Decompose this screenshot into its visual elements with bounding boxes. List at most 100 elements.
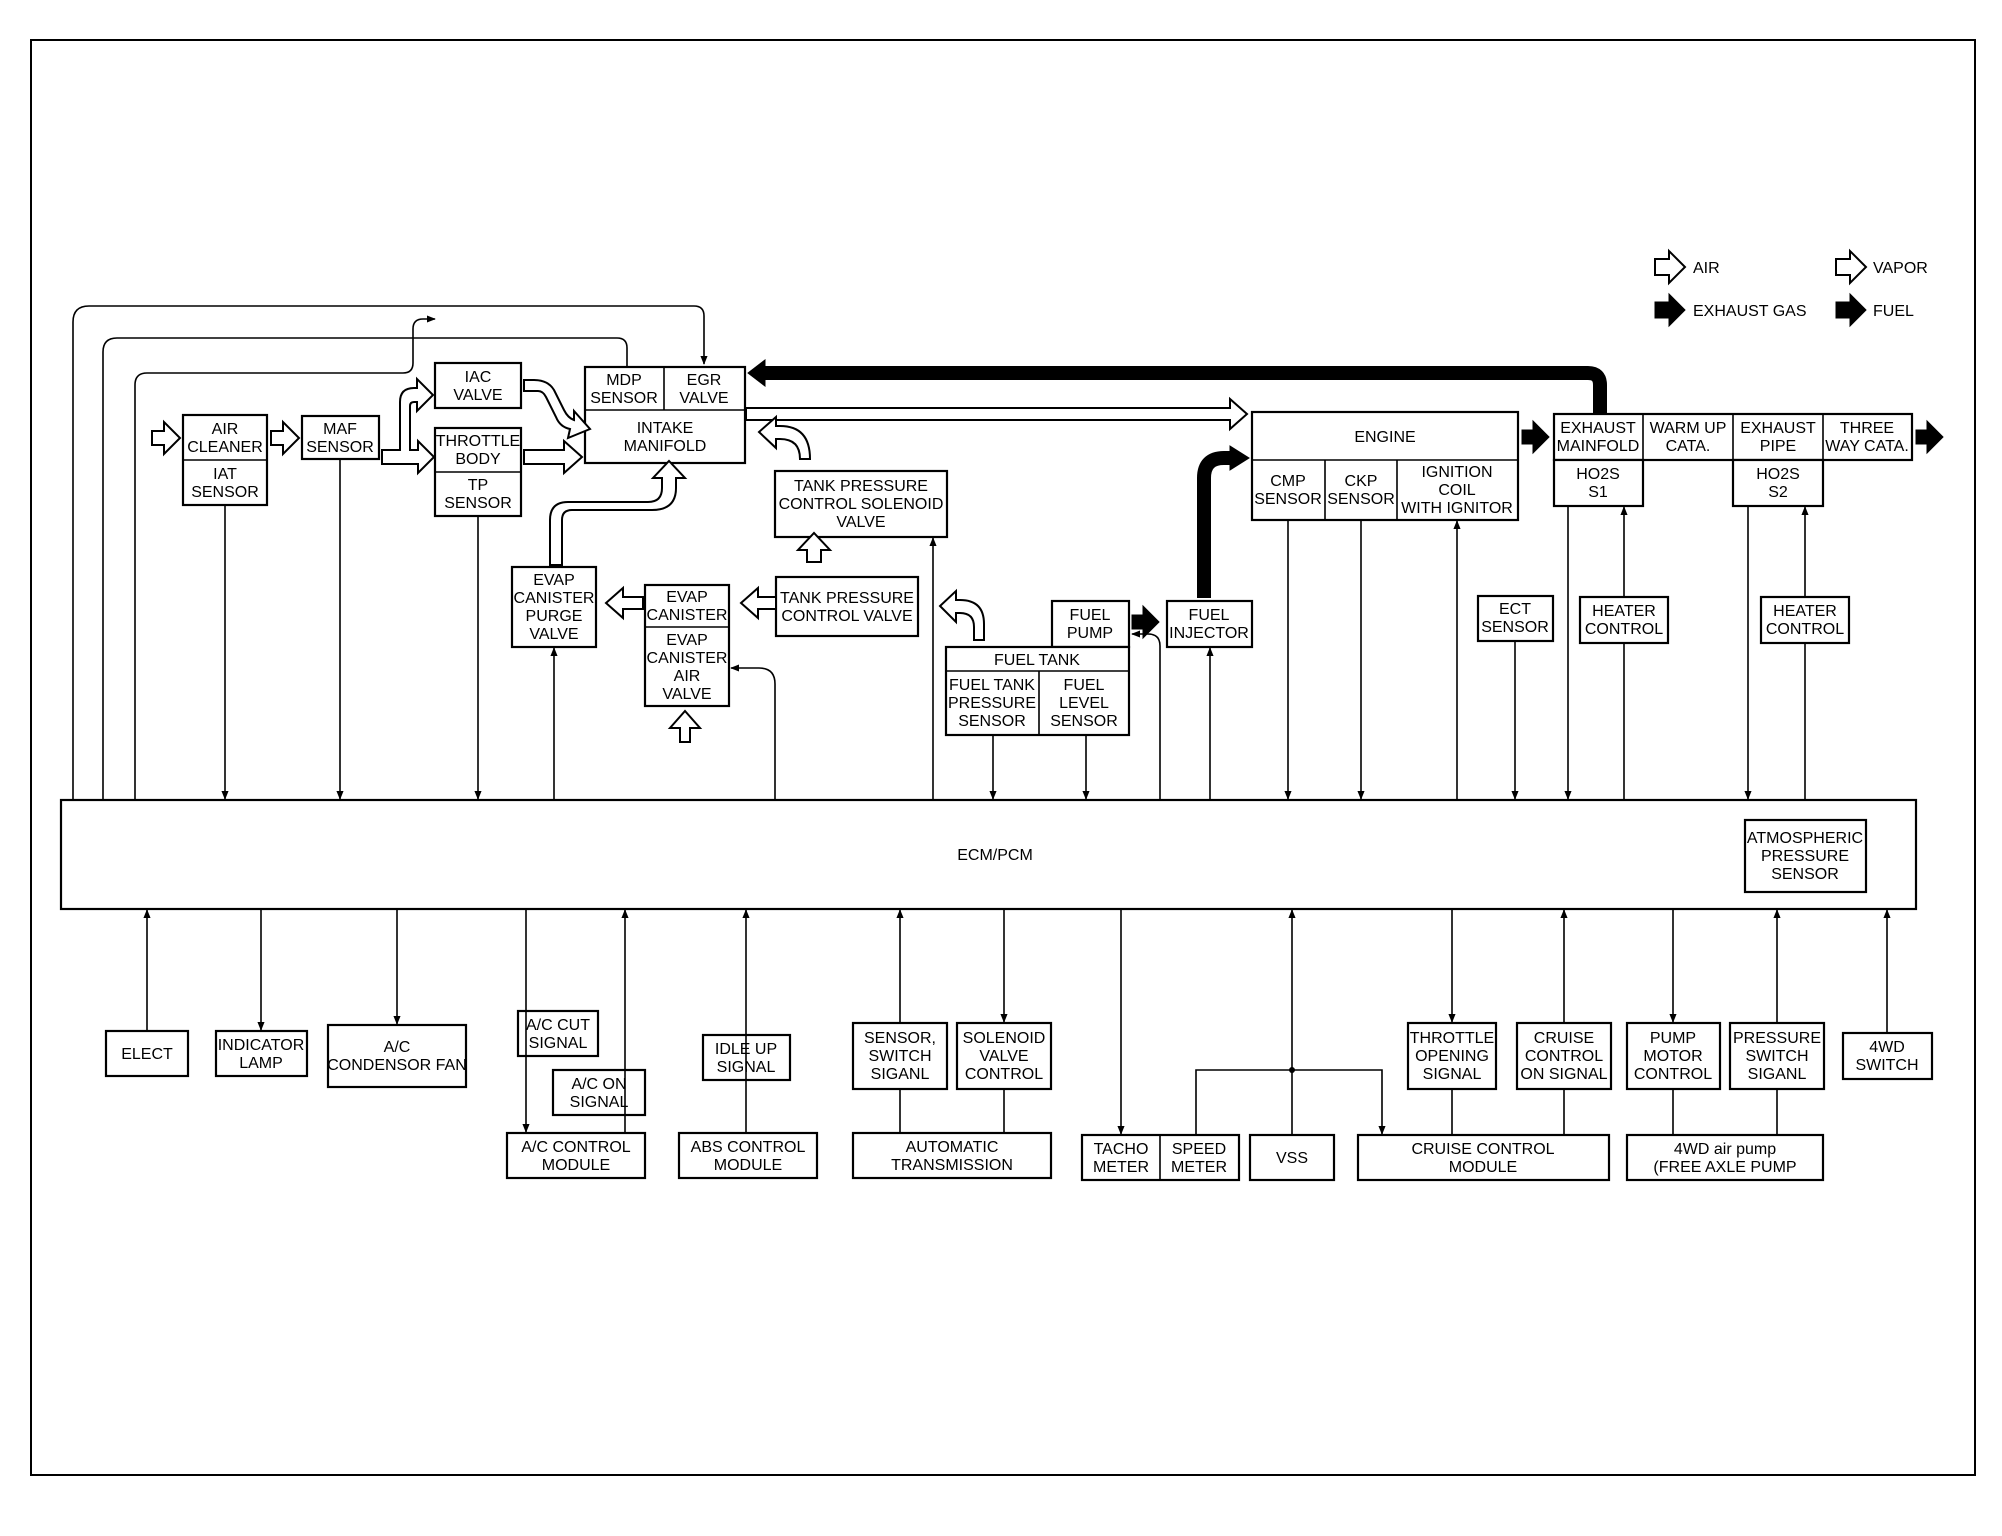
elect-box <box>104 1029 190 1078</box>
maf-sensor-box <box>300 414 381 461</box>
legend-air: AIR <box>1693 260 1720 277</box>
air-arrow-icon <box>1654 248 1687 286</box>
ckp-sensor-label-line: CKP <box>1345 473 1378 490</box>
vapor-arrow-icon <box>1835 248 1868 286</box>
tacho-meter-label-line: TACHO <box>1094 1141 1149 1158</box>
fuel-level-sensor-label-line: LEVEL <box>1059 695 1109 712</box>
4wd-air-pump-label-line: 4WD air pump <box>1674 1141 1776 1158</box>
cmp-sensor-label-line: SENSOR <box>1254 491 1322 508</box>
atmospheric-pressure-sensor-label-line: ATMOSPHERIC <box>1747 830 1863 847</box>
sensor-switch-signal-label-line: SWITCH <box>868 1048 931 1065</box>
three-way-cata-label-line: THREE <box>1840 420 1894 437</box>
4wd-air-pump-label: 4WD air pump(FREE AXLE PUMP <box>1653 1141 1796 1176</box>
tank-pressure-solenoid-label-line: CONTROL SOLENOID <box>779 496 944 513</box>
egr-valve-label-line: EGR <box>687 372 722 389</box>
elect-label-line: ELECT <box>121 1046 173 1063</box>
cruise-control-on-signal-label-line: CRUISE <box>1534 1030 1594 1047</box>
evap-canister-purge-valve <box>510 565 598 649</box>
sensor-switch-signal-label-line: SENSOR, <box>864 1030 936 1047</box>
4wd-air-pump-label-line: (FREE AXLE PUMP <box>1653 1159 1796 1176</box>
throttle-body-label-line: BODY <box>455 451 501 468</box>
tank-pressure-valve-label-line: TANK PRESSURE <box>780 590 914 607</box>
ho2s-s2-box <box>1731 458 1825 508</box>
fuel-arrow-icon <box>1835 292 1867 328</box>
mdp-sensor-label-line: SENSOR <box>590 390 658 407</box>
automatic-transmission-label-line: AUTOMATIC <box>906 1139 999 1156</box>
tp-sensor-label-line: TP <box>468 477 488 494</box>
exhaust-pipe-label-line: PIPE <box>1760 438 1796 455</box>
evap-canister-purge-label-line: CANISTER <box>514 590 595 607</box>
ho2s-s2-label-line: HO2S <box>1756 466 1800 483</box>
fuel-pump-label-line: PUMP <box>1067 625 1113 642</box>
engine-label: ENGINE <box>1354 429 1415 446</box>
cruise-control-module-label-line: CRUISE CONTROL <box>1411 1141 1554 1158</box>
vss-label-line: VSS <box>1276 1150 1308 1167</box>
ecm-pcm-box <box>59 798 1918 911</box>
ac-on-signal-label-line: A/C ON <box>571 1076 626 1093</box>
throttle-opening-signal-label-line: SIGNAL <box>1423 1066 1482 1083</box>
warm-up-cata-label-line: WARM UP <box>1650 420 1727 437</box>
fuel-tank-pressure-sensor-label-line: SENSOR <box>958 713 1026 730</box>
sensor-switch-signal-box <box>851 1021 949 1091</box>
sensor-switch-signal-label-line: SIGANL <box>871 1066 930 1083</box>
ho2s-s1-label-line: S1 <box>1588 484 1608 501</box>
abs-control-module-label-line: MODULE <box>714 1157 782 1174</box>
heater-control-2-label-line: HEATER <box>1773 603 1837 620</box>
4wd-switch-box <box>1841 1031 1934 1081</box>
fuel-injector-label-line: FUEL <box>1189 607 1230 624</box>
tank-pressure-control-solenoid-valve <box>773 469 949 539</box>
tacho-meter-label-line: METER <box>1093 1159 1149 1176</box>
three-way-cata-label-line: WAY CATA. <box>1825 438 1909 455</box>
tank-pressure-valve-label-line: CONTROL VALVE <box>781 608 912 625</box>
engine-box <box>1250 410 1520 522</box>
evap-canister-label-line: EVAP <box>666 589 708 606</box>
cruise-control-on-signal-box <box>1515 1021 1613 1091</box>
fuel-pump-box <box>1050 599 1131 649</box>
tank-pressure-solenoid-label-line: VALVE <box>836 514 885 531</box>
automatic-transmission-label-line: TRANSMISSION <box>891 1157 1013 1174</box>
signal-wires <box>72 305 1891 1135</box>
vss-box <box>1248 1133 1336 1182</box>
iac-valve-label-line: IAC <box>465 369 492 386</box>
mdp-sensor-label-line: MDP <box>606 372 642 389</box>
ignition-coil-label-line: COIL <box>1438 482 1475 499</box>
evap-canister-box <box>643 583 731 708</box>
heater-control-1-label-line: HEATER <box>1592 603 1656 620</box>
pressure-switch-signal-label-line: SWITCH <box>1745 1048 1808 1065</box>
air-cleaner-label-line: AIR <box>212 421 239 438</box>
indicator-lamp-label-line: LAMP <box>239 1055 283 1072</box>
evap-canister-air-valve-label-line: VALVE <box>662 686 711 703</box>
speed-meter-label-line: METER <box>1171 1159 1227 1176</box>
page-frame <box>30 39 1976 1476</box>
cmp-sensor-label-line: CMP <box>1270 473 1306 490</box>
4wd-air-pump-box <box>1625 1133 1825 1182</box>
throttle-body-label-line: THROTTLE <box>436 433 520 450</box>
solenoid-valve-control-box <box>955 1021 1053 1091</box>
legend-exhaust-gas: EXHAUST GAS <box>1693 303 1807 320</box>
ac-on-signal-label-line: SIGNAL <box>570 1094 629 1111</box>
fuel-tank-pressure-sensor-label-line: PRESSURE <box>948 695 1036 712</box>
throttle-opening-signal-box <box>1406 1021 1498 1091</box>
intake-manifold-label-line: MANIFOLD <box>624 438 707 455</box>
